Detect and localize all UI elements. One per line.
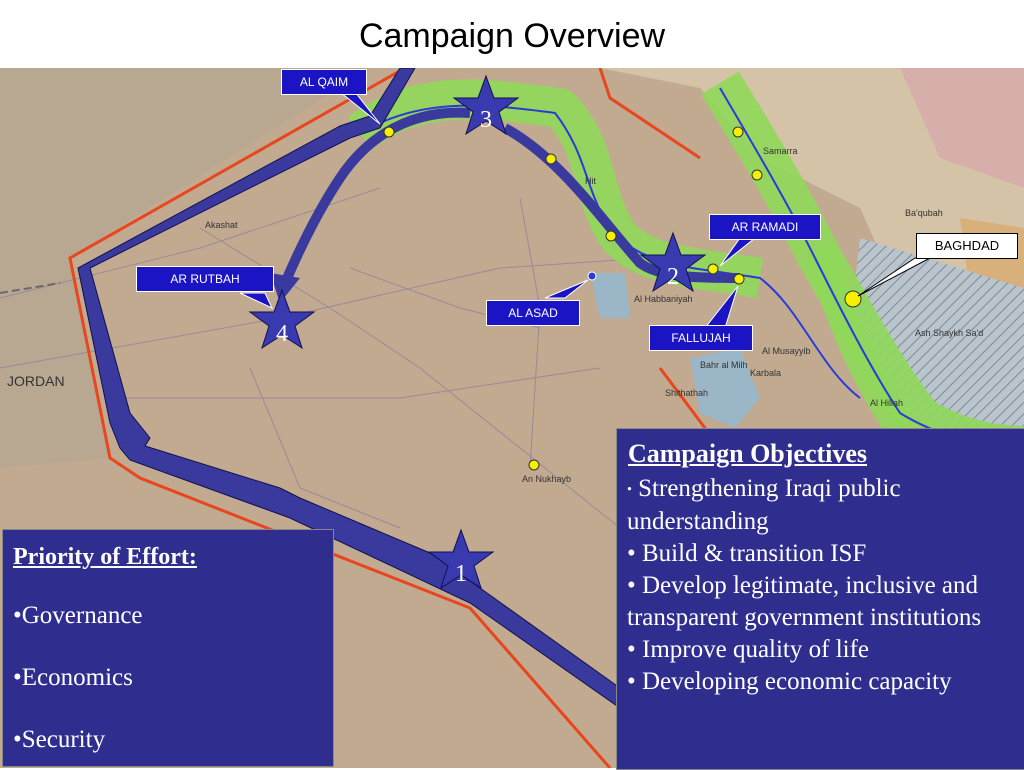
campaign-arrow-outer (77, 68, 621, 709)
priority-item: •Governance (13, 602, 143, 629)
place-ash-shaykh-sad: Ash Shaykh Sa'd (915, 328, 984, 338)
place-samarra: Samarra (763, 146, 798, 156)
label-ar-ramadi: AR RAMADI (709, 214, 821, 240)
objectives-list: • Strengthening Iraqi public understandi… (627, 473, 1017, 698)
objective-item: • Develop legitimate, inclusive and tran… (627, 572, 982, 632)
objective-item: • Developing economic capacity (627, 668, 952, 696)
lake (690, 348, 760, 428)
priority-of-effort-box: Priority of Effort: •Governance •Economi… (2, 529, 334, 767)
pink-region (900, 68, 1024, 188)
label-ar-rutbah: AR RUTBAH (136, 266, 274, 292)
priority-item: •Economics (13, 664, 133, 691)
priority-item: •Security (13, 726, 106, 753)
place-hit: Hit (585, 176, 596, 186)
star-1 (427, 528, 495, 590)
star-2 (639, 231, 707, 293)
al-asad-pointer (544, 279, 589, 299)
jordan-label: JORDAN (7, 373, 65, 389)
place-baqubah: Ba'qubah (905, 208, 943, 218)
arrow-3-to-4-head (270, 273, 300, 303)
border-line-west (68, 68, 612, 768)
place-akashat: Akashat (205, 220, 238, 230)
priority-heading: Priority of Effort: (13, 544, 197, 570)
place-karbala: Karbala (750, 368, 782, 378)
star-3 (452, 74, 520, 136)
slide-title: Campaign Overview (358, 17, 666, 55)
place-al-musayyib: Al Musayyib (762, 346, 811, 356)
star-4-number: 4 (276, 321, 288, 347)
objective-item: • Improve quality of life (627, 636, 870, 664)
objective-item: • Build & transition ISF (627, 540, 867, 568)
campaign-objectives-box: Campaign Objectives • Strengthening Iraq… (616, 428, 1024, 770)
label-fallujah: FALLUJAH (649, 325, 753, 351)
arrow-3-to-4 (280, 107, 471, 285)
star-4 (248, 288, 316, 350)
place-bahr-al-milh: Bahr al Milh (700, 360, 748, 370)
border-line-north (598, 68, 701, 160)
place-al-hillah: Al Hillah (870, 398, 904, 408)
dashed-border (0, 282, 61, 294)
objective-item: • Strengthening Iraqi public understandi… (627, 475, 901, 536)
label-baghdad: BAGHDAD (916, 233, 1018, 259)
star-2-number: 2 (667, 264, 679, 290)
label-al-asad: AL ASAD (486, 300, 580, 326)
star-1-number: 1 (455, 561, 467, 587)
objectives-heading: Campaign Objectives (628, 439, 868, 468)
place-an-nukhayb: An Nukhayb (522, 474, 572, 484)
lake-habbaniyah (590, 273, 630, 318)
city-dots (383, 126, 862, 471)
jordan-region (0, 68, 370, 468)
star-markers (248, 74, 707, 590)
label-al-qaim: AL QAIM (281, 69, 367, 95)
star-3-number: 3 (480, 107, 492, 133)
place-shithathah: Shithathah (665, 388, 709, 398)
place-al-habbaniyah: Al Habbaniyah (634, 294, 693, 304)
corridor-link (805, 243, 913, 437)
ar-rutbah-pointer (239, 292, 274, 310)
